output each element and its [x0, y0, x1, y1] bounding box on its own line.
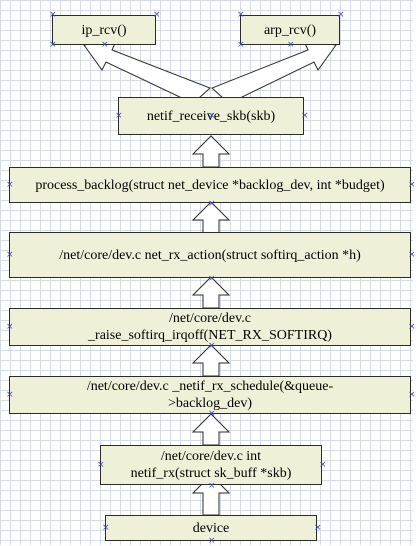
selection-handle-icon[interactable]: × — [337, 10, 345, 20]
selection-handle-icon[interactable]: × — [49, 40, 57, 50]
node-device-label: device — [192, 520, 230, 536]
node-process-backlog[interactable]: process_backlog(struct net_device *backl… — [9, 167, 411, 203]
node-raise-softirq-label: /net/core/dev.c _raise_softirq_irqoff(NE… — [88, 311, 332, 343]
selection-handle-icon[interactable]: × — [208, 199, 216, 209]
arrow-receive-skb-to-arp-rcv — [211, 40, 337, 101]
selection-handle-icon[interactable]: × — [97, 460, 105, 470]
selection-handle-icon[interactable]: × — [101, 40, 109, 50]
selection-handle-icon[interactable]: × — [314, 523, 322, 533]
selection-handle-icon[interactable]: × — [49, 10, 57, 20]
selection-handle-icon[interactable]: × — [208, 111, 216, 121]
node-netif-receive-skb-label: netif_receive_skb(skb) — [146, 108, 276, 124]
node-process-backlog-label: process_backlog(struct net_device *backl… — [35, 177, 385, 193]
selection-handle-icon[interactable]: × — [6, 180, 14, 190]
node-raise-softirq[interactable]: /net/core/dev.c _raise_softirq_irqoff(NE… — [9, 308, 411, 346]
node-arp-rcv-label: arp_rcv() — [263, 22, 317, 38]
selection-handle-icon[interactable]: × — [237, 40, 245, 50]
node-device[interactable]: device — [105, 515, 317, 541]
arrow-netif-rx-to-schedule — [191, 413, 231, 446]
node-ip-rcv-label: ip_rcv() — [81, 22, 127, 38]
selection-handle-icon[interactable]: × — [319, 460, 327, 470]
selection-handle-icon[interactable]: × — [6, 390, 14, 400]
selection-handle-icon[interactable]: × — [208, 536, 216, 546]
node-arp-rcv[interactable]: arp_rcv() — [240, 15, 340, 45]
selection-handle-icon[interactable]: × — [208, 481, 216, 491]
selection-handle-icon[interactable]: × — [287, 40, 295, 50]
node-netif-rx-schedule[interactable]: /net/core/dev.c _netif_rx_schedule(&queu… — [9, 376, 411, 414]
selection-handle-icon[interactable]: × — [6, 322, 14, 332]
node-net-rx-action[interactable]: /net/core/dev.c net_rx_action(struct sof… — [9, 232, 411, 278]
selection-handle-icon[interactable]: × — [408, 390, 416, 400]
selection-handle-icon[interactable]: × — [208, 341, 216, 351]
selection-handle-icon[interactable]: × — [237, 10, 245, 20]
node-ip-rcv[interactable]: ip_rcv() — [52, 15, 156, 45]
arrow-net-rx-action-to-backlog — [191, 201, 231, 234]
selection-handle-icon[interactable]: × — [102, 523, 110, 533]
selection-handle-icon[interactable]: × — [6, 250, 14, 260]
selection-handle-icon[interactable]: × — [408, 322, 416, 332]
node-netif-rx-label: /net/core/dev.c int netif_rx(struct sk_b… — [130, 449, 292, 481]
selection-handle-icon[interactable]: × — [153, 10, 161, 20]
selection-handle-icon[interactable]: × — [408, 180, 416, 190]
selection-handle-icon[interactable]: × — [301, 111, 309, 121]
selection-handle-icon[interactable]: × — [208, 409, 216, 419]
node-netif-rx[interactable]: /net/core/dev.c int netif_rx(struct sk_b… — [100, 445, 322, 485]
canvas-edge — [413, 0, 420, 545]
selection-handle-icon[interactable]: × — [208, 274, 216, 284]
node-net-rx-action-label: /net/core/dev.c net_rx_action(struct sof… — [59, 247, 361, 263]
arrow-schedule-to-raise — [191, 344, 231, 377]
arrow-raise-to-net-rx-action — [191, 276, 231, 309]
selection-handle-icon[interactable]: × — [408, 250, 416, 260]
arrow-receive-skb-to-ip-rcv — [83, 40, 211, 101]
arrow-backlog-to-receive-skb — [191, 135, 231, 168]
node-netif-rx-schedule-label: /net/core/dev.c _netif_rx_schedule(&queu… — [86, 379, 334, 411]
selection-handle-icon[interactable]: × — [115, 111, 123, 121]
node-netif-receive-skb[interactable]: netif_receive_skb(skb) — [118, 97, 304, 135]
